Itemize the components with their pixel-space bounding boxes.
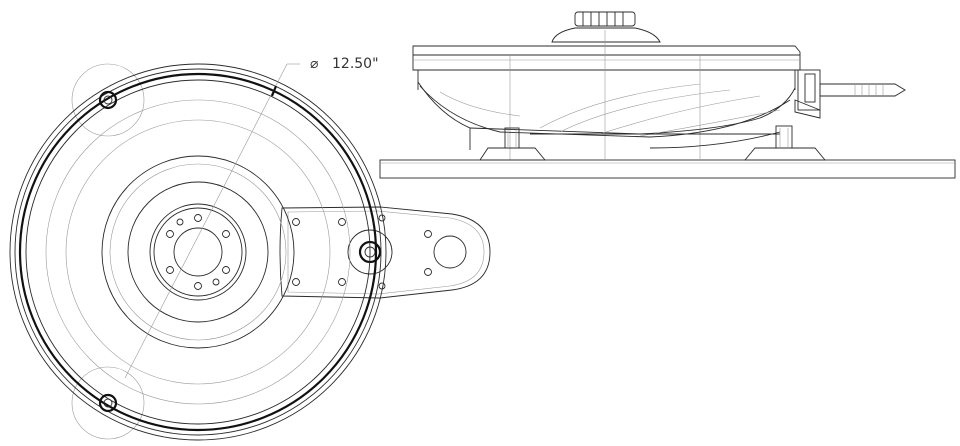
pivot-housing [347,229,393,275]
dimension-symbol: ⌀ [310,56,319,72]
arm-bolts [292,214,432,290]
side-housing [412,30,801,160]
suction-knob-bottom [98,393,118,413]
top-view: ⌀ 12.50" [9,56,491,441]
mounting-arm [279,206,491,299]
diameter-dimension: ⌀ 12.50" [124,56,379,379]
center-bore [173,227,223,277]
suction-knob-top [98,90,118,110]
suction-cup-outline-top [71,63,145,137]
hub-bolts [166,214,230,290]
side-bowl [417,81,796,150]
suction-cup-outline-bottom [71,366,145,440]
base-plate [9,63,387,441]
side-base-plate [379,159,956,179]
arm-bore [433,235,467,269]
side-top-knob [551,11,661,43]
side-view [379,11,956,179]
dimension-label: 12.50" [332,56,379,72]
side-suction-feet [479,125,826,161]
side-arm-clamp [794,69,906,119]
